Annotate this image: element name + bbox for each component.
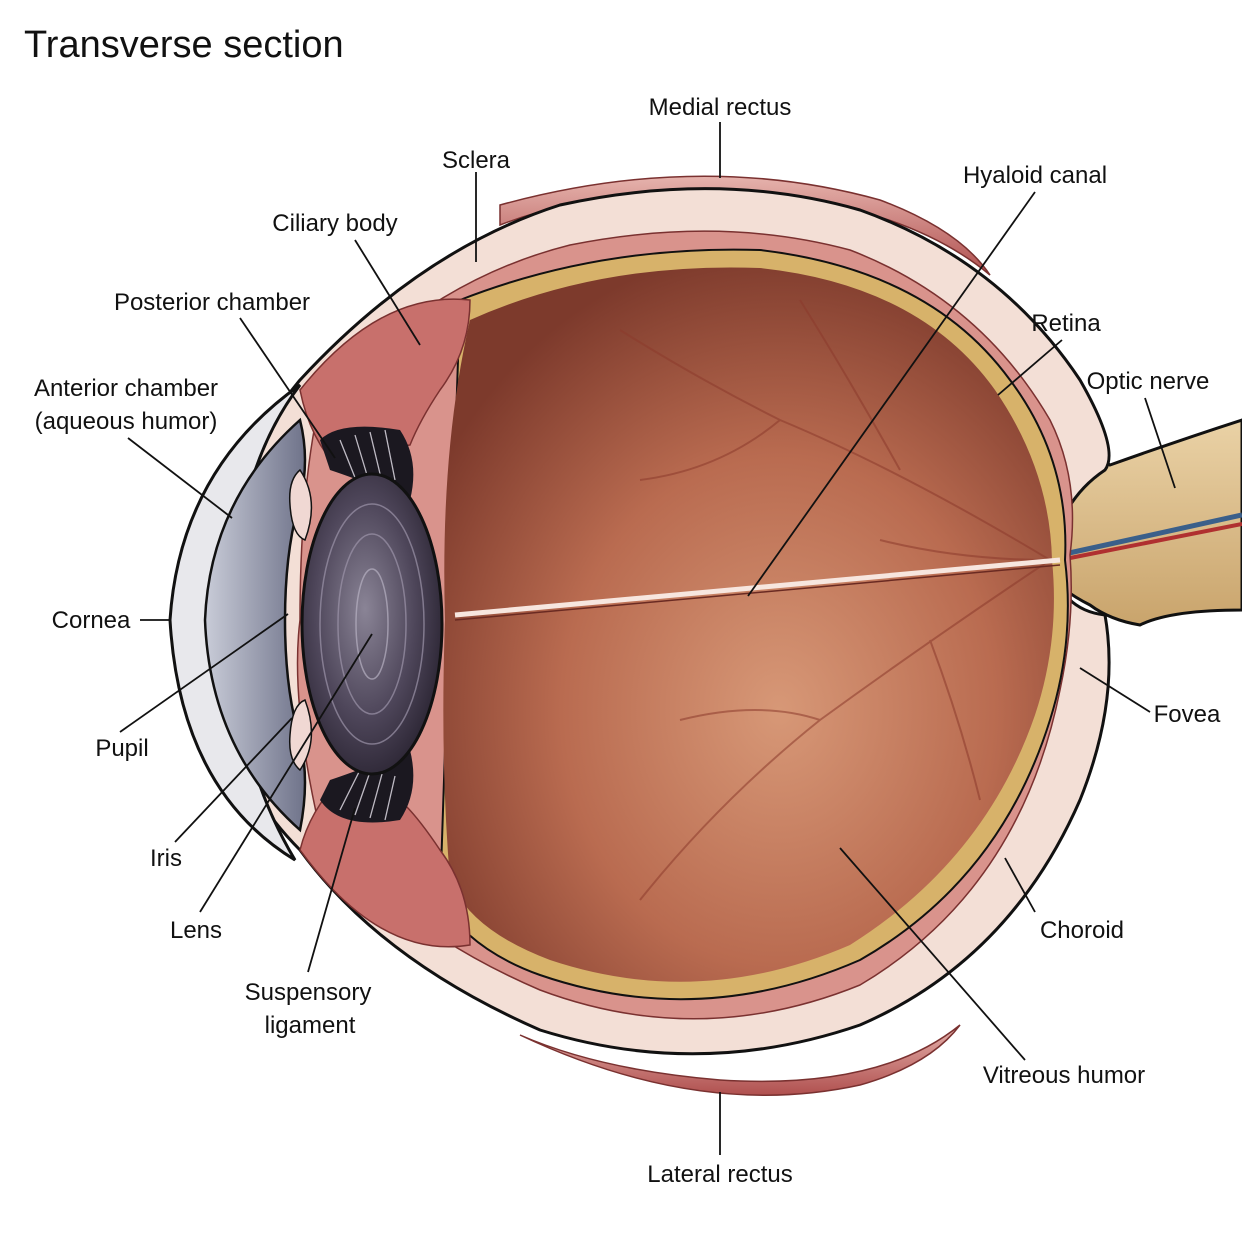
lens [300,472,444,776]
lens-ring-1 [319,503,425,745]
lens-ring-3 [355,568,389,680]
label-retina: Retina [1031,310,1101,337]
label-lateral-rectus: Lateral rectus [647,1161,792,1188]
label-ciliary-body: Ciliary body [272,210,397,237]
iris-upper [288,468,313,541]
label-suspensory-line2: ligament [265,1012,356,1039]
label-choroid: Choroid [1040,917,1124,944]
label-sclera: Sclera [442,147,511,174]
leader-iris [174,717,293,843]
label-anterior-chamber-line1: Anterior chamber [34,375,218,402]
leader-lens [199,633,373,913]
label-suspensory-line1: Suspensory [245,979,372,1006]
hyaloid-canal-edge [454,564,1061,621]
leader-anterior-chamber [127,437,233,519]
optic-nerve-artery [1059,522,1242,562]
labels: Medial rectus Sclera Hyaloid canal Cilia… [34,94,1221,1188]
label-medial-rectus: Medial rectus [649,94,792,121]
diagram-title: Transverse section [24,24,344,66]
leader-posterior-chamber [239,317,336,459]
lateral-rectus-muscle [519,1024,961,1096]
lens-ring-2 [337,533,407,715]
leader-hyaloid-canal [747,191,1036,597]
label-hyaloid-canal: Hyaloid canal [963,162,1107,189]
leader-optic-nerve [1144,397,1176,489]
leader-fovea [1079,667,1151,713]
leader-choroid [1004,857,1036,913]
leader-vitreous-humor [839,847,1026,1061]
iris-lower [288,699,313,772]
label-vitreous-humor: Vitreous humor [983,1062,1145,1089]
retinal-vessels [619,299,1051,901]
label-cornea: Cornea [52,607,131,634]
leader-ciliary-body [354,239,421,346]
label-iris: Iris [150,845,182,872]
label-anterior-chamber-line2: (aqueous humor) [35,408,218,435]
label-lens: Lens [170,917,222,944]
leader-retina [997,339,1063,396]
leader-suspensory-ligament [307,807,356,973]
vitreous-body [443,267,1054,982]
label-posterior-chamber: Posterior chamber [114,289,310,316]
label-pupil: Pupil [95,735,148,762]
leader-lines [119,122,1176,1155]
label-optic-nerve: Optic nerve [1087,368,1210,395]
leader-pupil [119,613,289,733]
optic-nerve-vessels [1059,512,1242,558]
label-fovea: Fovea [1154,701,1221,728]
hyaloid-canal [454,557,1061,618]
